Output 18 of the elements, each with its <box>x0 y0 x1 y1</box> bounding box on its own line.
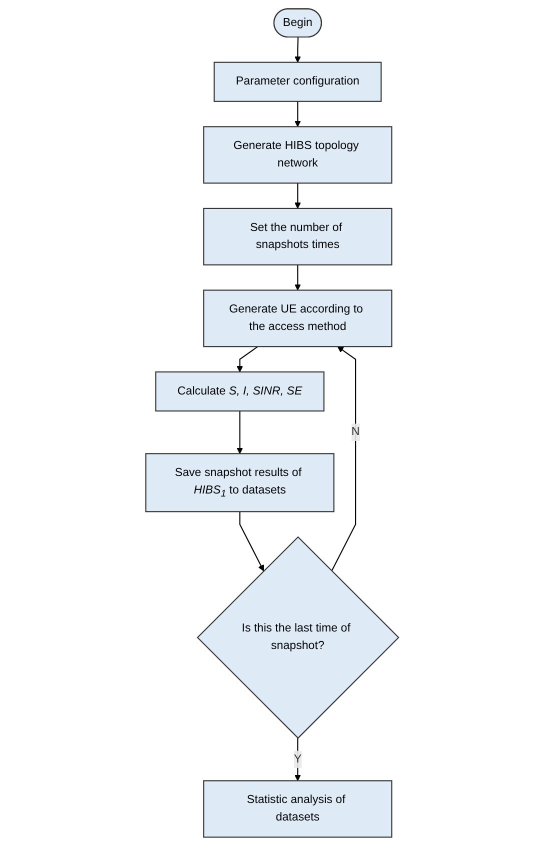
node-diamond: Is this the last time of snapshot? <box>196 536 400 739</box>
node-box: Calculate S, I, SINR, SE <box>154 371 324 412</box>
arrow <box>294 37 301 63</box>
arrow <box>236 346 258 372</box>
node-box: Set the number of snapshots times <box>202 208 392 266</box>
node-box: Statistic analysis of datasets <box>202 780 392 838</box>
node-box: Generate UE according to the access method <box>202 290 392 348</box>
arrow <box>294 101 301 127</box>
arrow <box>294 183 301 209</box>
node-box: Parameter configuration <box>213 62 382 102</box>
node-box: Save snapshot results of HIBS$_{1}$ to datasets <box>145 453 334 512</box>
arrow <box>239 512 264 572</box>
arrow <box>236 411 243 454</box>
edge-label: Y <box>294 752 302 766</box>
edge-label: N <box>351 426 360 438</box>
node-box: Generate HIBS topology network <box>202 126 392 184</box>
arrow <box>331 346 356 572</box>
arrow <box>294 264 301 290</box>
